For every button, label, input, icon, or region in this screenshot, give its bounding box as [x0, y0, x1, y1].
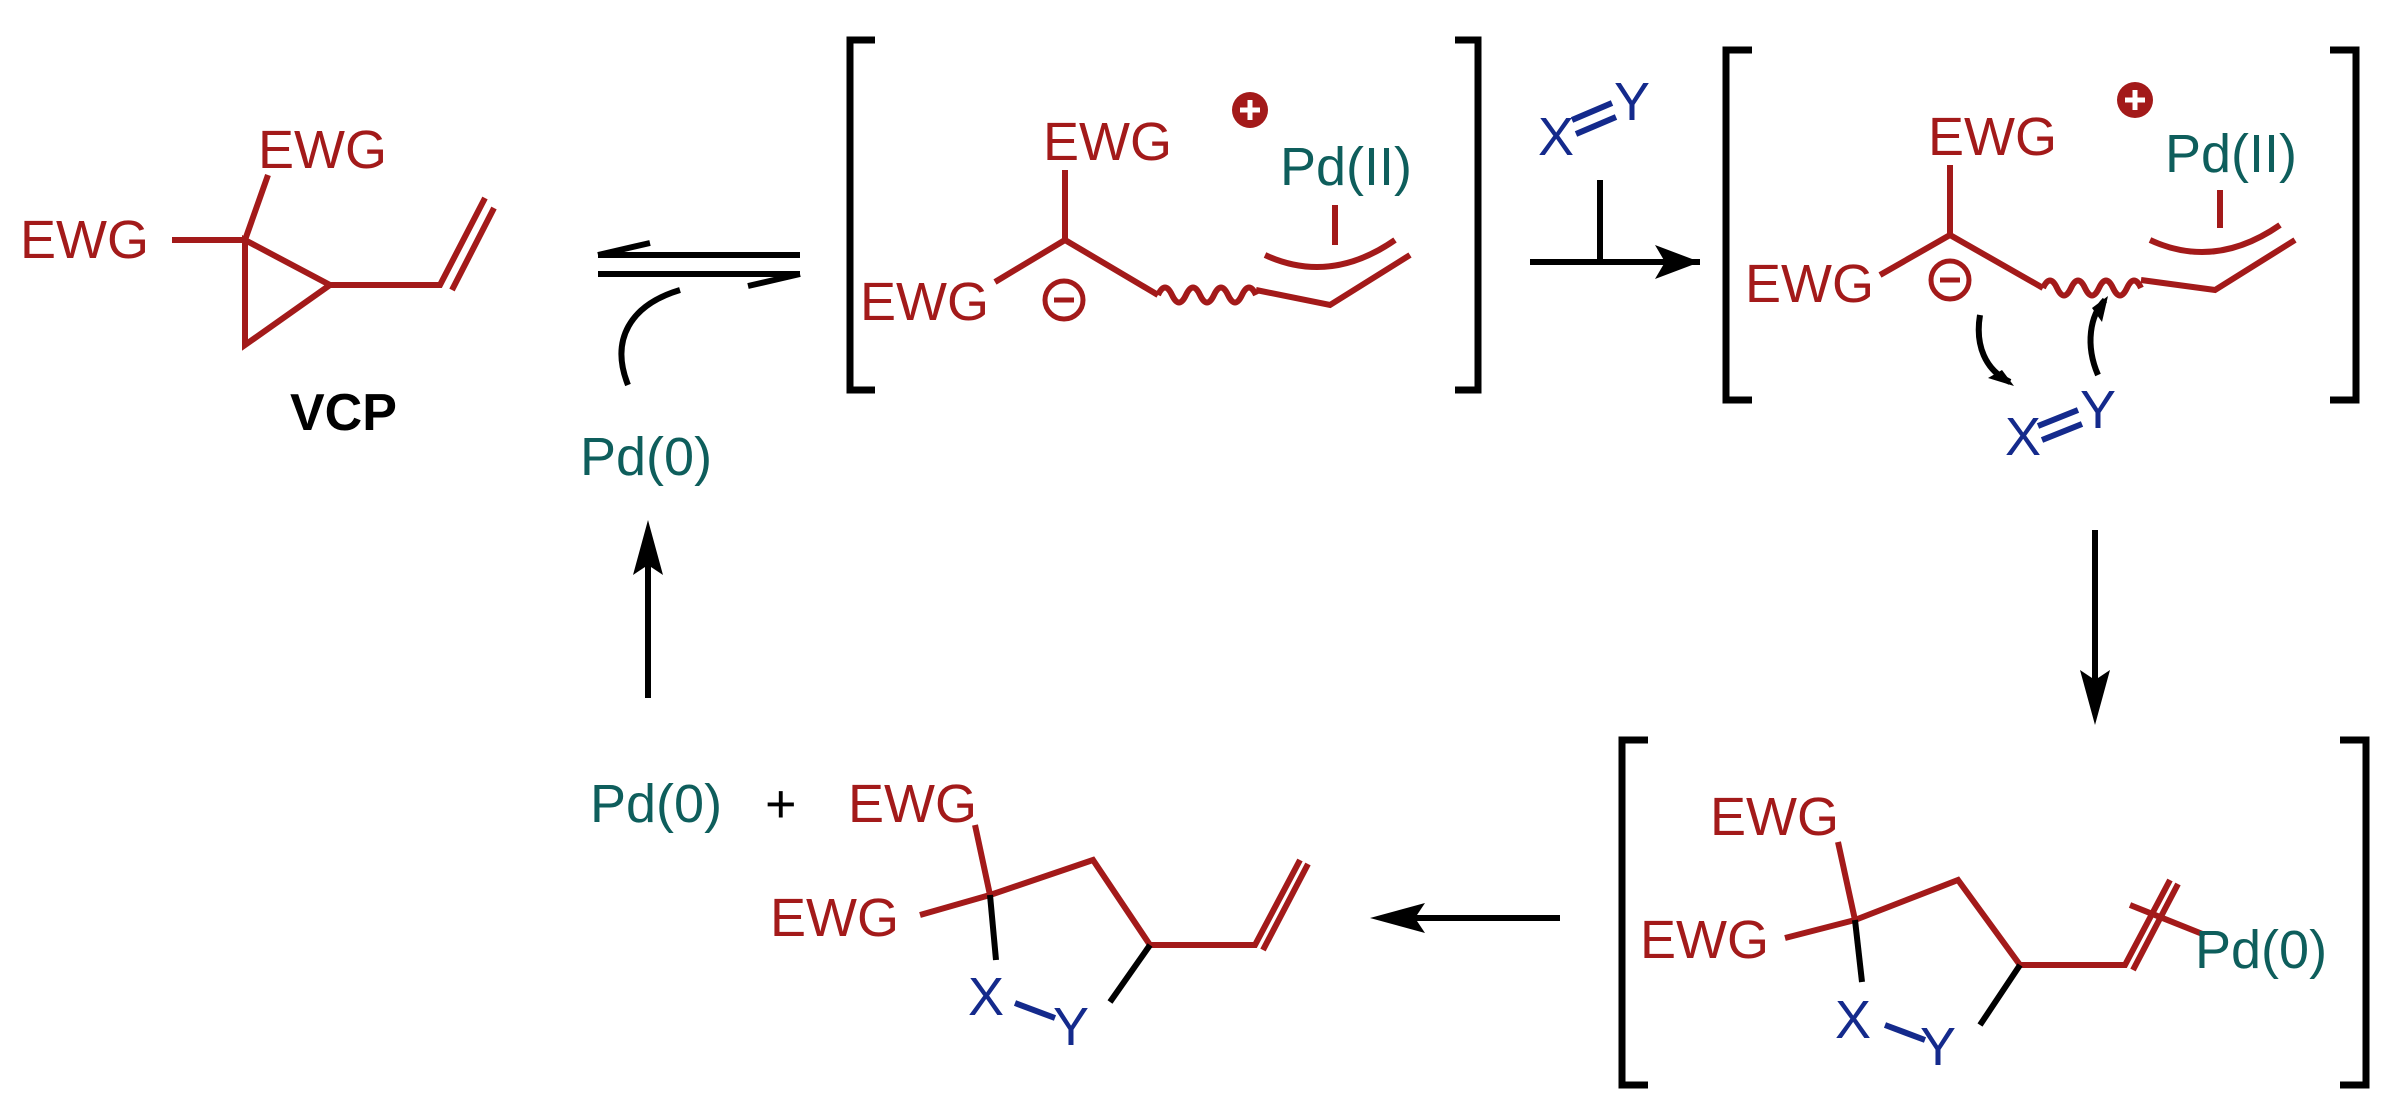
c-y-bond-3 — [1977, 963, 2023, 1027]
vcp-ewg-left: EWG — [20, 210, 149, 270]
reagent-double-bond — [1570, 100, 1618, 137]
down-arrow-head — [2080, 670, 2110, 725]
allyl-arc-1 — [1263, 237, 1397, 270]
pd0-regenerated: Pd(0) — [590, 774, 722, 834]
bond-chain-2 — [1948, 232, 2045, 291]
allyl-chain-1 — [1255, 252, 1412, 309]
int1-ewg-top: EWG — [1043, 112, 1172, 172]
bond-ewg-top — [242, 173, 271, 242]
zwitterion-intermediate-1: EWG EWG Pd(II) — [846, 36, 1482, 394]
int1-pd2-label: Pd(II) — [1280, 137, 1412, 197]
bracket-right-2 — [2330, 46, 2360, 404]
x-y-bond-product — [1013, 1000, 1057, 1021]
reagent-y: Y — [1614, 72, 1650, 132]
int2-xy-double-bond — [2036, 407, 2084, 443]
vcp-molecule: EWG EWG VCP — [20, 120, 497, 442]
int2-pd2-label: Pd(II) — [2165, 124, 2297, 184]
plus-sign: + — [765, 774, 797, 834]
vcp-ewg-top: EWG — [258, 120, 387, 180]
reverse-arrow-head — [597, 240, 651, 258]
bond-chain-1 — [1063, 237, 1160, 298]
int1-ewg-left: EWG — [860, 272, 989, 332]
up-arrow — [633, 520, 663, 698]
bracket-right-3 — [2340, 736, 2370, 1089]
int2-x: X — [2005, 407, 2041, 467]
bracket-left-1 — [846, 36, 875, 394]
int3-ewg-left: EWG — [1640, 910, 1769, 970]
cycloadduct-product: EWG EWG X Y Pd(0) + — [590, 774, 1311, 1057]
cyclopropane-ring — [242, 235, 336, 351]
bracket-left-2 — [1722, 46, 1752, 404]
xy-addition-step: X Y — [1530, 72, 1700, 279]
c-y-bond-product — [1107, 943, 1153, 1004]
product-x: X — [968, 967, 1004, 1027]
int2-ewg-left: EWG — [1745, 254, 1874, 314]
product-ewg-left: EWG — [770, 888, 899, 948]
bond-ewg-up-product — [972, 824, 993, 896]
wavy-bond-1 — [1155, 284, 1259, 306]
c-x-bond-3 — [1852, 919, 1865, 983]
int3-x: X — [1835, 990, 1871, 1050]
vinyl-double-bond-product — [1260, 862, 1311, 952]
equilibrium-arrows: Pd(0) — [580, 240, 801, 487]
ring-carbon-chain-3 — [1853, 876, 2173, 968]
int3-pd0-label: Pd(0) — [2195, 920, 2327, 980]
pd0-catalyst-top: Pd(0) — [580, 427, 712, 487]
pd0-entry-curve — [618, 287, 681, 387]
bond-ewg-left-product — [919, 892, 991, 918]
release-arrow-head — [1370, 903, 1425, 933]
bracket-right-1 — [1455, 36, 1482, 394]
anion-charge-1 — [1042, 278, 1086, 322]
bond-ewg-down-2 — [1878, 232, 1952, 278]
c-x-bond-product — [987, 894, 999, 961]
vcp-label: VCP — [290, 384, 397, 442]
product-pd-complex: EWG EWG X Y Pd(0) — [1618, 736, 2370, 1089]
bond-ewg-down-1 — [993, 237, 1067, 285]
up-arrow-head — [633, 520, 663, 575]
product-ewg-top: EWG — [848, 774, 977, 834]
product-y: Y — [1053, 997, 1089, 1057]
cation-plus-1 — [1240, 100, 1260, 120]
int2-ewg-top: EWG — [1928, 107, 2057, 167]
reagent-x: X — [1538, 107, 1574, 167]
allyl-arc-2 — [2148, 222, 2282, 255]
bond-ewg-left-3 — [1784, 917, 1856, 941]
int3-ewg-top: EWG — [1710, 787, 1839, 847]
wavy-bond-2 — [2040, 277, 2144, 299]
cation-plus-2 — [2125, 90, 2145, 110]
x-y-bond-3 — [1883, 1022, 1927, 1043]
vinyl-double-bond — [449, 206, 497, 292]
release-arrow — [1370, 903, 1560, 933]
addition-arrow-head — [1655, 245, 1700, 279]
int3-y: Y — [1920, 1017, 1956, 1077]
attack-arrow-head — [1988, 370, 2014, 386]
closure-arrow-head — [2092, 296, 2108, 322]
vinyl-bond — [330, 196, 488, 288]
anion-charge-2 — [1928, 258, 1972, 302]
vinyl-double-bond-3 — [2130, 882, 2181, 972]
forward-arrow-head — [747, 271, 801, 289]
ring-carbon-chain-product — [989, 856, 1303, 948]
int2-y: Y — [2080, 380, 2116, 440]
bracket-left-3 — [1618, 736, 1648, 1089]
attack-arrow-curve — [1975, 314, 2012, 385]
zwitterion-intermediate-2: EWG EWG Pd(II) X Y — [1722, 46, 2360, 467]
pd-olefin-bond-3 — [2128, 902, 2207, 938]
allyl-chain-2 — [2140, 237, 2297, 294]
down-arrow — [2080, 530, 2110, 725]
bond-ewg-up-3 — [1835, 841, 1858, 921]
